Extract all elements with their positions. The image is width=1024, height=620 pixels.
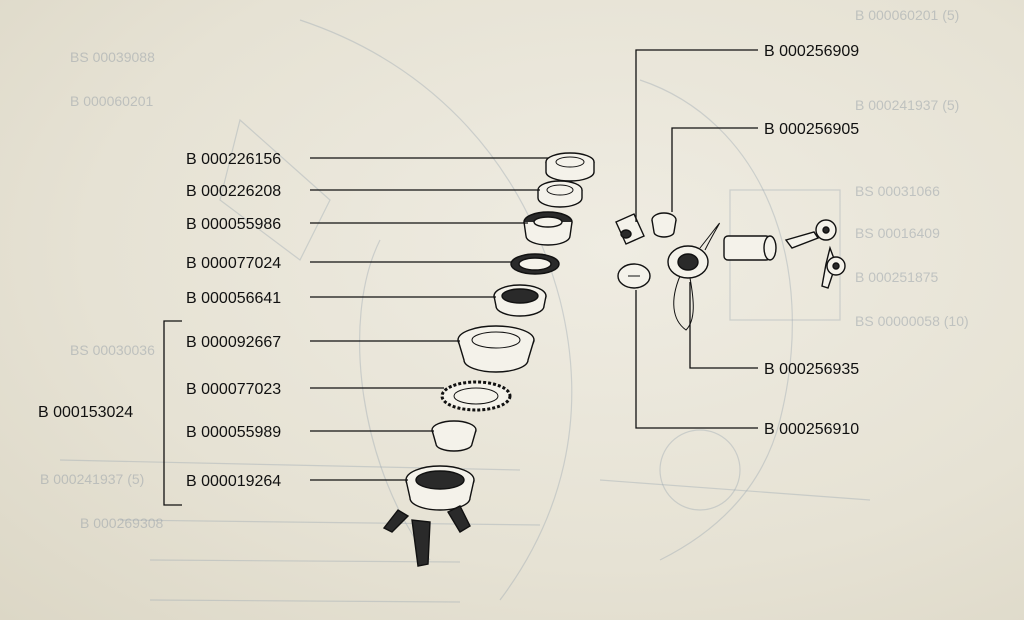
part-number-label: B 000019264: [186, 473, 281, 490]
ghost-label: B 000060201 (5): [855, 7, 959, 23]
assembly-number-label: B 000153024: [38, 404, 133, 421]
ghost-labels: B 000060201 (5) BS 00039088 B 000060201 …: [40, 7, 969, 531]
ghost-label: BS 00039088: [70, 49, 155, 65]
right-part-labels: B 000256909 B 000256905 B 000256935 B 00…: [764, 43, 859, 438]
part-number-label: B 000256909: [764, 43, 859, 60]
ghost-label: BS 00016409: [855, 225, 940, 241]
part-number-label: B 000256905: [764, 121, 859, 138]
part-number-label: B 000077024: [186, 255, 281, 272]
ghost-label: BS 00000058 (10): [855, 313, 969, 329]
left-part-labels: B 000226156 B 000226208 B 000055986 B 00…: [38, 151, 281, 490]
key-icon: [784, 231, 820, 249]
ghost-label: B 000241937 (5): [855, 97, 959, 113]
part-number-label: B 000056641: [186, 290, 281, 307]
ghost-label: B 000241937 (5): [40, 471, 144, 487]
ghost-label: BS 00030036: [70, 342, 155, 358]
part-number-label: B 000226208: [186, 183, 281, 200]
part-number-label: B 000077023: [186, 381, 281, 398]
part-number-label: B 000092667: [186, 334, 281, 351]
bushing-part: [615, 213, 645, 245]
lock-cylinder-part: [723, 235, 771, 261]
ghost-label: B 000060201: [70, 93, 154, 109]
steering-bearing-stack: [382, 152, 595, 567]
ghost-label: B 000269308: [80, 515, 164, 531]
lock-set-parts: [615, 212, 846, 331]
part-number-label: B 000055986: [186, 216, 281, 233]
left-leader-lines: [163, 157, 548, 506]
ball-race-lower: [440, 380, 512, 412]
part-number-label: B 000226156: [186, 151, 281, 168]
part-number-label: B 000256910: [764, 421, 859, 438]
ghost-label: BS 00031066: [855, 183, 940, 199]
ghost-label: B 000251875: [855, 269, 939, 285]
right-leader-lines: [635, 49, 758, 429]
part-number-label: B 000055989: [186, 424, 281, 441]
part-number-label: B 000256935: [764, 361, 859, 378]
